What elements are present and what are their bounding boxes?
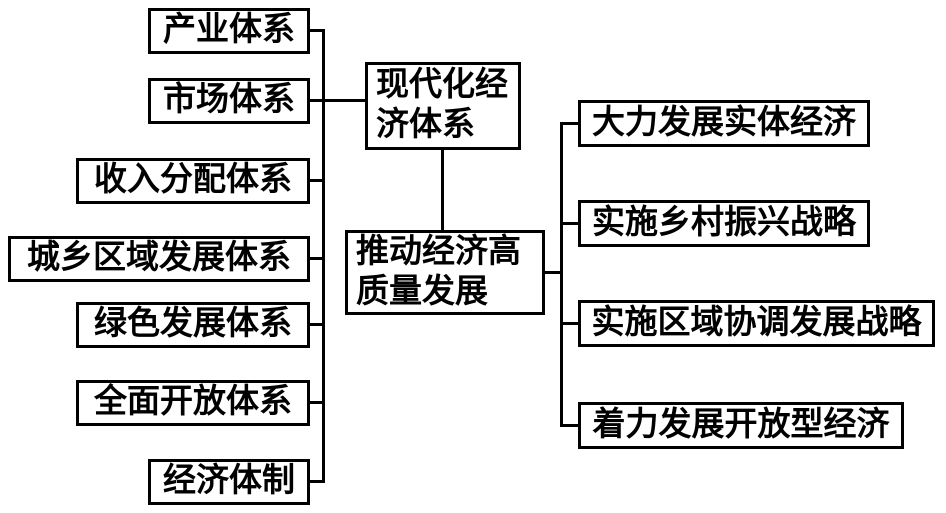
connector-center-vertical: [441, 150, 444, 230]
node-modernized-economic-system: 现代化经 济体系: [365, 62, 521, 150]
node-modernized-economic-system-label: 现代化经 济体系: [376, 67, 508, 143]
node-green-development-system-label: 绿色发展体系: [94, 306, 292, 343]
node-income-distribution-system-label: 收入分配体系: [94, 162, 292, 199]
node-rural-revitalization-strategy-label: 实施乡村振兴战略: [592, 204, 856, 241]
connector-market-to-modern-economy: [310, 99, 365, 102]
node-market-system: 市场体系: [148, 78, 310, 124]
connector-green-stub: [310, 323, 325, 326]
node-economic-structure: 经济体制: [148, 459, 310, 505]
node-rural-revitalization-strategy: 实施乡村振兴战略: [578, 200, 870, 247]
node-economic-structure-label: 经济体制: [163, 463, 295, 500]
node-promote-high-quality-development-label: 推动经济高 质量发展: [356, 233, 521, 310]
node-urban-rural-regional-development-system: 城乡区域发展体系: [8, 236, 310, 282]
node-comprehensive-opening-system-label: 全面开放体系: [94, 384, 292, 421]
connector-opening-stub: [310, 401, 325, 404]
connector-real-economy-stub: [560, 122, 578, 125]
connector-industrial-stub: [310, 29, 325, 32]
connector-economic-structure-stub: [310, 480, 325, 483]
connector-urban-rural-stub: [310, 257, 325, 260]
connector-left-trunk: [322, 29, 325, 483]
connector-promote-to-right-trunk: [545, 271, 563, 274]
node-industrial-system-label: 产业体系: [163, 12, 295, 49]
connector-income-stub: [310, 179, 325, 182]
node-industrial-system: 产业体系: [148, 8, 310, 54]
connector-rural-revitalization-stub: [560, 222, 578, 225]
node-develop-real-economy-label: 大力发展实体经济: [592, 104, 856, 141]
connector-regional-coordination-stub: [560, 322, 578, 325]
node-income-distribution-system: 收入分配体系: [76, 158, 310, 204]
node-market-system-label: 市场体系: [163, 82, 295, 119]
node-develop-open-economy-label: 着力发展开放型经济: [592, 406, 890, 443]
node-green-development-system: 绿色发展体系: [76, 302, 310, 348]
node-develop-open-economy: 着力发展开放型经济: [578, 402, 904, 449]
node-regional-coordinated-development-strategy-label: 实施区域协调发展战略: [591, 304, 922, 341]
node-develop-real-economy: 大力发展实体经济: [578, 100, 870, 147]
node-comprehensive-opening-system: 全面开放体系: [76, 380, 310, 426]
node-promote-high-quality-development: 推动经济高 质量发展: [345, 230, 545, 315]
node-urban-rural-regional-development-system-label: 城乡区域发展体系: [27, 240, 291, 277]
connector-open-economy-stub: [560, 424, 578, 427]
node-regional-coordinated-development-strategy: 实施区域协调发展战略: [578, 300, 935, 347]
connector-right-trunk: [560, 122, 563, 427]
